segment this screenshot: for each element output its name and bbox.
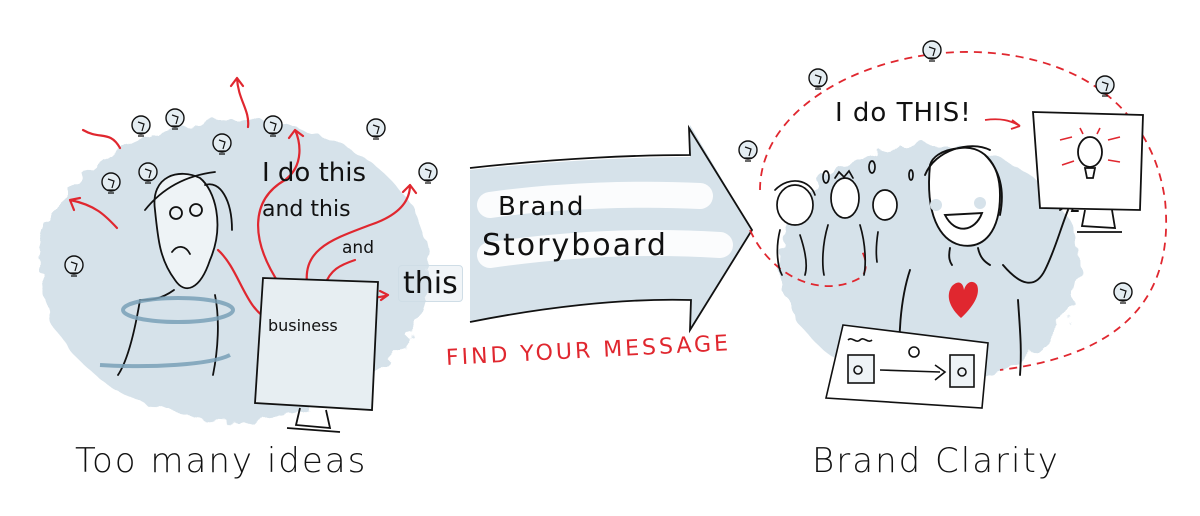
audience-group: [774, 160, 914, 276]
heart-icon: [948, 281, 978, 318]
arrow-title-line-2: Storyboard: [482, 228, 668, 263]
speech-line-1: I do this: [262, 158, 366, 188]
arrow-title-line-1: Brand: [498, 192, 586, 222]
monitor-label: business: [268, 316, 338, 335]
happy-presenter: [898, 145, 1079, 376]
speech-text: I do this: [262, 158, 367, 188]
left-caption: Too many ideas: [75, 441, 368, 481]
speech-line-2: and this: [262, 197, 351, 222]
idea-rays: [1059, 127, 1121, 166]
pointing-arrow-icon: [984, 118, 1021, 130]
swirl-ring: [99, 296, 235, 369]
monitor-icon-right: [1032, 111, 1144, 233]
speech-line-3: and: [342, 238, 374, 258]
speech-line-4: this: [398, 265, 463, 302]
storyboard-card: [825, 324, 989, 409]
storyboard-arrow: [469, 124, 754, 334]
monitor-icon-left: [254, 277, 379, 433]
right-speech: I do THIS!: [835, 98, 972, 128]
right-caption: Brand Clarity: [812, 441, 1060, 481]
